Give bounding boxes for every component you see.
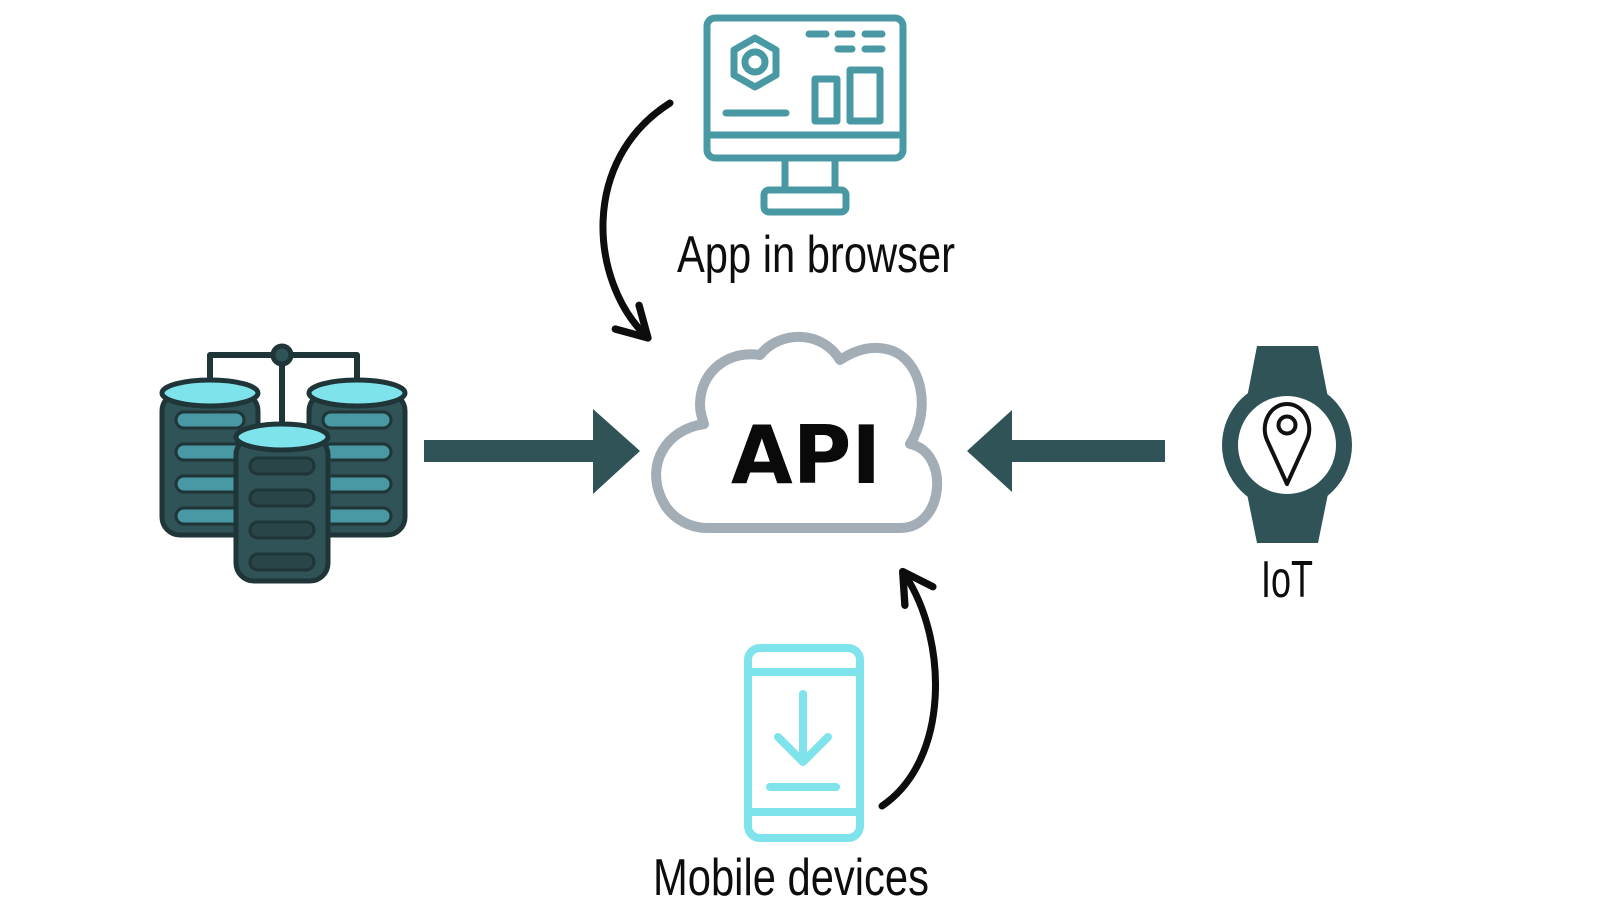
iot-to-api-arrow xyxy=(967,410,1165,492)
smartwatch-location-icon xyxy=(1222,346,1352,543)
browser-label: App in browser xyxy=(677,226,955,284)
browser-to-api-arrow xyxy=(599,99,674,342)
api-cloud: API xyxy=(651,331,943,533)
location-pin-icon xyxy=(1262,402,1312,486)
api-label: API xyxy=(731,409,881,502)
monitor-dashboard-icon xyxy=(703,14,907,216)
smartphone-download-icon xyxy=(744,644,864,842)
mobile-to-api-arrow xyxy=(878,567,939,810)
database-cluster-icon xyxy=(159,343,408,584)
cloud-outline xyxy=(651,331,943,533)
iot-label: IoT xyxy=(1261,551,1313,609)
mobile-label: Mobile devices xyxy=(653,849,929,900)
database-to-api-arrow xyxy=(424,409,640,494)
